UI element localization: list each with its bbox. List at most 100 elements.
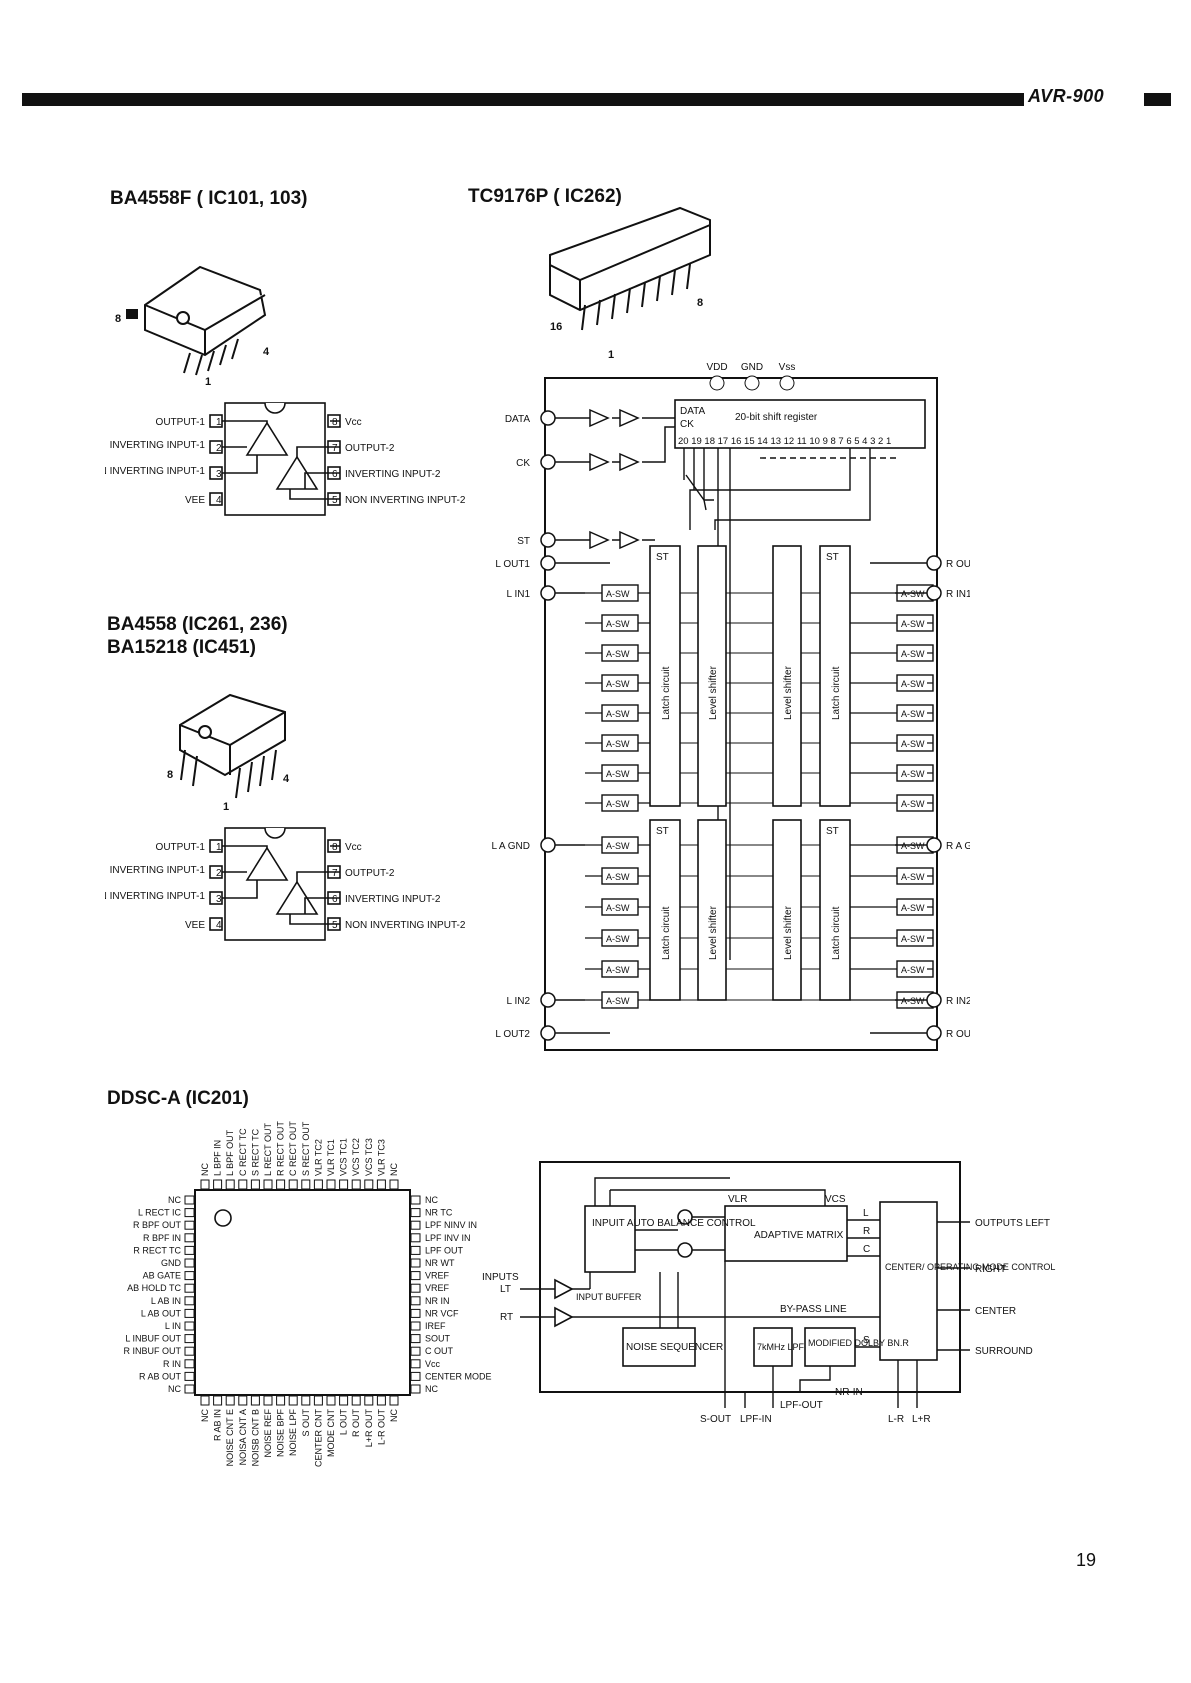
a-sw-label: A-SW: [901, 739, 925, 749]
pin-label: NOISE BPF: [276, 1409, 286, 1458]
pin-label: L IN1: [506, 589, 530, 600]
pin-pad: [313, 1395, 323, 1406]
pin-pad: [326, 1179, 336, 1190]
pin-pad: [276, 1395, 286, 1406]
pin-pad: [250, 1179, 260, 1190]
pin-label: S RECT OUT: [301, 1121, 311, 1176]
level-label: Level shifter: [708, 905, 719, 960]
pin-pad: [184, 1321, 195, 1331]
pin-label: LPF OUT: [425, 1245, 464, 1255]
pin-pad: [410, 1271, 421, 1281]
adaptive-matrix-block: [724, 1205, 848, 1262]
pin-label: VREF: [425, 1283, 450, 1293]
pin-label: Vcc: [345, 842, 362, 853]
pin-label: L IN: [165, 1321, 181, 1331]
pin-label: DATA: [505, 414, 531, 425]
svg-text:6: 6: [332, 894, 338, 905]
pin-label: OUTPUT-2: [345, 443, 395, 454]
svg-text:RT: RT: [500, 1312, 513, 1323]
pin-pad: [410, 1233, 421, 1243]
pin-label: Vss: [779, 362, 796, 373]
a-sw-label: A-SW: [901, 679, 925, 689]
a-sw-label: A-SW: [901, 769, 925, 779]
pin-marker-1: 1: [205, 376, 211, 388]
svg-text:5: 5: [332, 495, 338, 506]
pin-pad: [238, 1395, 248, 1406]
pin-pad: [351, 1395, 361, 1406]
pin-pad: [184, 1271, 195, 1281]
block-frame: [539, 1161, 961, 1393]
pin-pad: [364, 1179, 374, 1190]
pin-label: R OUT2: [946, 1029, 970, 1040]
a-sw-label: A-SW: [901, 965, 925, 975]
dual-opamp-pinout: [209, 402, 341, 516]
pin-label: VDD: [706, 362, 727, 373]
pin-pad: [200, 1179, 210, 1190]
dip16-package-drawing: [549, 206, 711, 331]
svg-text:R: R: [863, 1226, 870, 1237]
pin-pad: [184, 1371, 195, 1381]
pin-pad: [410, 1258, 421, 1268]
a-sw-label: A-SW: [606, 679, 630, 689]
svg-text:OUTPUTS LEFT: OUTPUTS LEFT: [975, 1218, 1050, 1229]
pin-label: R AB OUT: [139, 1371, 182, 1381]
pin-label: NON INVERTING INPUT-2: [345, 495, 465, 506]
pin-pad: [184, 1258, 195, 1268]
pin-label: LPF INV IN: [425, 1233, 471, 1243]
pin-pad: [184, 1384, 195, 1394]
pin-label: R AB IN: [213, 1409, 223, 1441]
st-label: ST: [656, 826, 669, 837]
model-name: AVR-900: [1028, 86, 1105, 106]
svg-text:5: 5: [332, 920, 338, 931]
pin-label: NR WT: [425, 1258, 455, 1268]
pin-label: L A GND: [491, 841, 530, 852]
input-buffers: [540, 408, 675, 550]
pin-label: OUTPUT-1: [156, 417, 206, 428]
pin-label: OUTPUT-2: [345, 868, 395, 879]
pin-pad: [410, 1296, 421, 1306]
a-sw-label: A-SW: [901, 589, 925, 599]
pin-label: AB GATE: [143, 1271, 181, 1281]
pin-label: L IN2: [506, 996, 530, 1007]
pin-pad: [410, 1245, 421, 1255]
svg-text:CENTER: CENTER: [975, 1306, 1016, 1317]
pin-marker-8: 8: [115, 313, 121, 325]
pin-pad: [200, 1395, 210, 1406]
title-ba4558: BA4558 (IC261, 236): [107, 614, 288, 635]
svg-text:2: 2: [216, 868, 222, 879]
a-sw-label: A-SW: [606, 739, 630, 749]
svg-text:8: 8: [332, 842, 338, 853]
pin-label: S RECT TC: [250, 1128, 260, 1176]
pin-pad: [410, 1346, 421, 1356]
pin-label: L+R OUT: [364, 1409, 374, 1448]
svg-text:SURROUND: SURROUND: [975, 1346, 1033, 1357]
latch-label: Latch circuit: [661, 906, 672, 960]
svg-text:8: 8: [332, 417, 338, 428]
pin-label: NC: [389, 1409, 399, 1422]
a-sw-label: A-SW: [606, 649, 630, 659]
pin-pad: [184, 1346, 195, 1356]
pin-label: L RECT IC: [138, 1208, 182, 1218]
pin-pad: [351, 1179, 361, 1190]
pin-label: INVERTING INPUT-1: [110, 440, 206, 451]
pin-marker-4: 4: [263, 346, 270, 358]
pin-label: NON INVERTING INPUT-1: [105, 891, 205, 902]
pin-pad: [288, 1395, 298, 1406]
pin-pad: [339, 1179, 349, 1190]
pin-label: NOISB CNT B: [250, 1409, 260, 1466]
pin-label: NOISE LPF: [288, 1409, 298, 1457]
pin-label: NR IN: [425, 1296, 450, 1306]
pin-label: SOUT: [425, 1334, 451, 1344]
a-sw-label: A-SW: [901, 872, 925, 882]
pin-label: R A GND: [946, 841, 970, 852]
pin-pad: [410, 1308, 421, 1318]
pin-label: R RECT OUT: [276, 1121, 286, 1176]
pin-label: NR TC: [425, 1208, 453, 1218]
svg-text:C: C: [863, 1244, 870, 1255]
svg-text:S-OUT: S-OUT: [700, 1414, 731, 1425]
pin-pad: [213, 1179, 223, 1190]
pin-pad: [184, 1308, 195, 1318]
svg-text:LT: LT: [500, 1284, 511, 1295]
pin-pad: [301, 1395, 311, 1406]
